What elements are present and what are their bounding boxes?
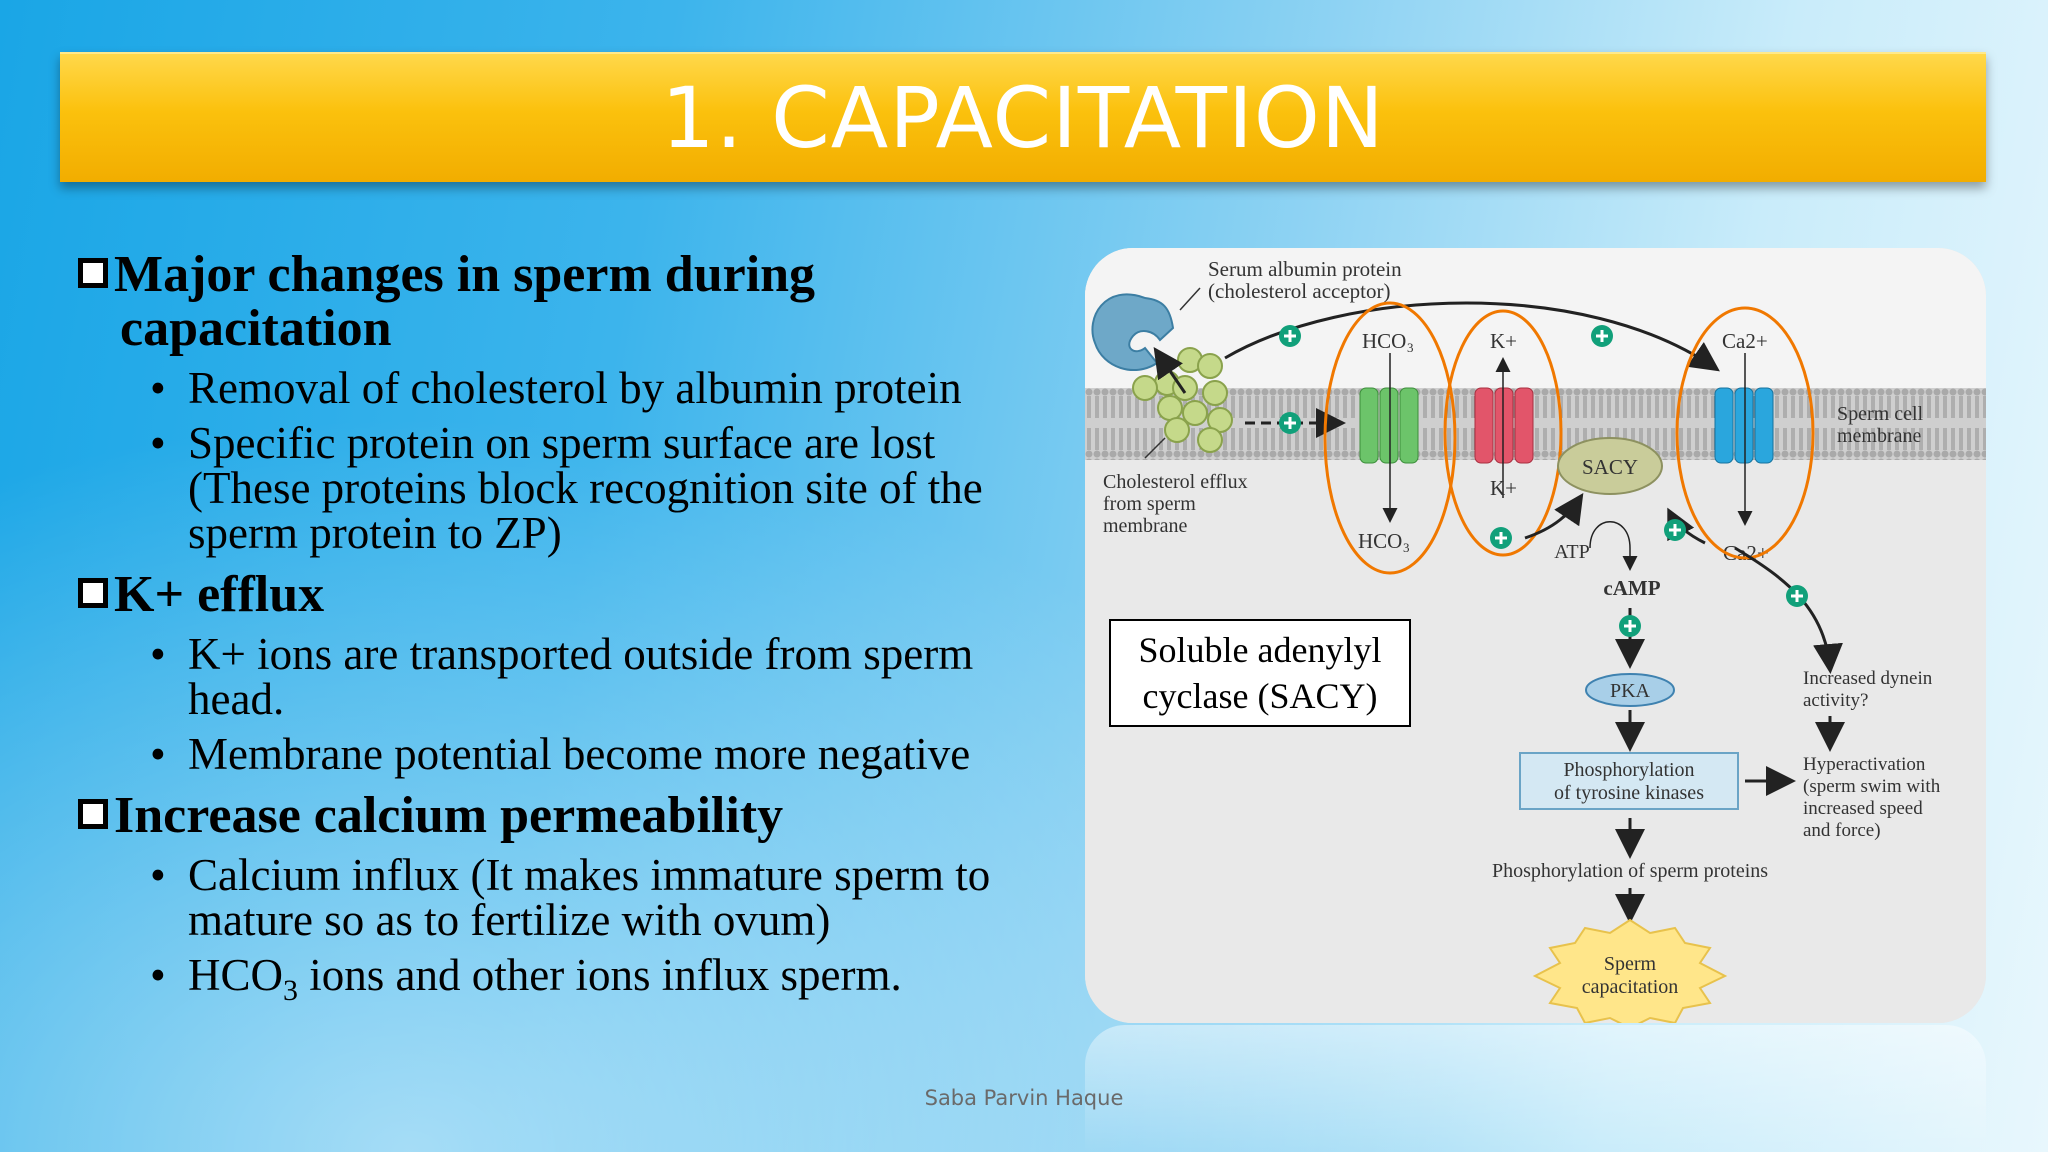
albumin-protein-icon <box>1091 293 1175 372</box>
hco3-channel-icon <box>1359 387 1419 464</box>
k-label: K+ <box>1490 476 1517 500</box>
hyperactivation-label: and force) <box>1803 820 1881 841</box>
tyrosine-label: Phosphorylation <box>1563 759 1694 781</box>
camp-label: cAMP <box>1603 576 1660 600</box>
k-label: K+ <box>1490 329 1517 353</box>
hyperactivation-label: (sperm swim with <box>1803 776 1941 797</box>
ca-label: Ca2+ <box>1722 329 1768 353</box>
highlight-oval <box>1675 306 1815 560</box>
checkbox-icon <box>78 258 108 288</box>
diagram-reflection <box>1085 1025 1986 1152</box>
bullet-item: Removal of cholesterol by albumin protei… <box>150 366 1038 412</box>
heading-text: Increase calcium permeability <box>114 787 784 844</box>
hyperactivation-label: Hyperactivation <box>1803 754 1926 775</box>
checkbox-icon <box>78 799 108 829</box>
heading-text: K+ efflux <box>114 566 325 623</box>
bullet-list: Calcium influx (It makes immature sperm … <box>78 853 1038 1013</box>
section-heading-major-changes: Major changes in sperm during capacitati… <box>78 248 1038 356</box>
sacy-label: SACY <box>1582 455 1638 479</box>
membrane-label: membrane <box>1837 425 1922 447</box>
k-channel-icon <box>1474 387 1534 464</box>
sacy-text-box <box>1109 619 1411 727</box>
cell-membrane <box>1085 388 1986 460</box>
bullet-list: Removal of cholesterol by albumin protei… <box>78 366 1038 556</box>
membrane-label: Sperm cell <box>1837 403 1924 425</box>
pka-label: PKA <box>1610 680 1651 702</box>
diagram-svg: Serum albumin protein (cholesterol accep… <box>1085 248 1986 1023</box>
hyperactivation-label: increased speed <box>1803 798 1923 819</box>
efflux-label: membrane <box>1103 515 1188 537</box>
section-heading-calcium: Increase calcium permeability <box>78 789 1038 843</box>
serum-label: (cholesterol acceptor) <box>1208 279 1390 303</box>
bullet-item: Specific protein on sperm surface are lo… <box>150 421 1038 556</box>
dynein-label: Increased dynein <box>1803 668 1933 689</box>
sacy-box-label: Soluble adenylyl <box>1139 630 1382 670</box>
capacitation-label: capacitation <box>1582 976 1679 998</box>
efflux-label: Cholesterol efflux <box>1103 471 1248 493</box>
hco3-label: HCO <box>1362 329 1406 353</box>
hco3-label: HCO <box>1358 529 1402 553</box>
tyrosine-label: of tyrosine kinases <box>1554 782 1704 804</box>
bullet-item: HCO3 ions and other ions influx sperm. <box>150 953 1038 1013</box>
bullet-item: K+ ions are transported outside from spe… <box>150 632 1038 722</box>
capacitation-label: Sperm <box>1604 953 1657 975</box>
efflux-label: from sperm <box>1103 493 1196 515</box>
sperm-proteins-label: Phosphorylation of sperm proteins <box>1492 860 1768 882</box>
bullet-list: K+ ions are transported outside from spe… <box>78 632 1038 778</box>
subscript-3: 3 <box>1407 340 1414 355</box>
checkbox-icon <box>78 578 108 608</box>
title-bar: 1. CAPACITATION <box>60 52 1986 182</box>
atp-label: ATP <box>1554 541 1590 563</box>
bullet-item: Membrane potential become more negative <box>150 732 1038 778</box>
heading-text: Major changes in sperm during capacitati… <box>114 246 816 357</box>
bullet-item: Calcium influx (It makes immature sperm … <box>150 853 1038 943</box>
dynein-label: activity? <box>1803 690 1868 711</box>
footer-author: Saba Parvin Haque <box>924 1086 1124 1110</box>
highlight-oval <box>1443 309 1563 557</box>
capacitation-starburst-icon <box>1532 918 1728 1023</box>
subscript-3: 3 <box>1403 540 1410 555</box>
sacy-enzyme-icon <box>1557 437 1663 495</box>
capacitation-diagram: Serum albumin protein (cholesterol accep… <box>1085 248 1986 1023</box>
slide-title: 1. CAPACITATION <box>661 69 1385 167</box>
section-heading-k-efflux: K+ efflux <box>78 568 1038 622</box>
sacy-box-label: cyclase (SACY) <box>1143 676 1378 716</box>
ca-channel-icon <box>1714 387 1774 464</box>
slide-content: Major changes in sperm during capacitati… <box>78 248 1038 1025</box>
serum-label: Serum albumin protein <box>1208 257 1402 281</box>
highlight-oval <box>1323 301 1457 575</box>
pka-icon <box>1585 673 1675 707</box>
tyrosine-kinase-box <box>1519 752 1739 810</box>
